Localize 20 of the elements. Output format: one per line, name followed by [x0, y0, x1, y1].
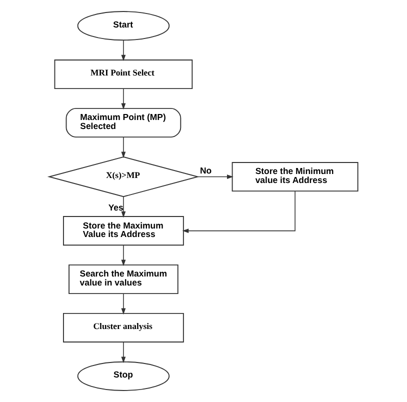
node-box: Search the Maximum value in values	[68, 264, 178, 294]
node-box: Store the Minimum value its Address	[232, 162, 358, 192]
edge-label: No	[200, 165, 212, 176]
arrow	[121, 196, 126, 218]
arrow	[121, 293, 126, 315]
arrow	[121, 136, 126, 158]
node-ellipse: Stop	[77, 361, 170, 391]
node-ellipse: Start	[77, 11, 170, 41]
arrow	[121, 40, 126, 62]
node-box: Cluster analysis	[63, 312, 184, 342]
arrow	[182, 190, 296, 234]
arrow	[121, 342, 126, 364]
node-box: Maximum Point (MP) Selected	[66, 108, 182, 138]
node-box: MRI Point Select	[54, 60, 193, 90]
edge-label: Yes	[108, 202, 124, 212]
arrow	[121, 244, 126, 266]
arrow	[198, 174, 234, 179]
node-box: Store the Maximum Value its Address	[63, 216, 184, 246]
arrow	[121, 88, 126, 110]
node-diamond: X(s)>MP	[47, 156, 200, 198]
